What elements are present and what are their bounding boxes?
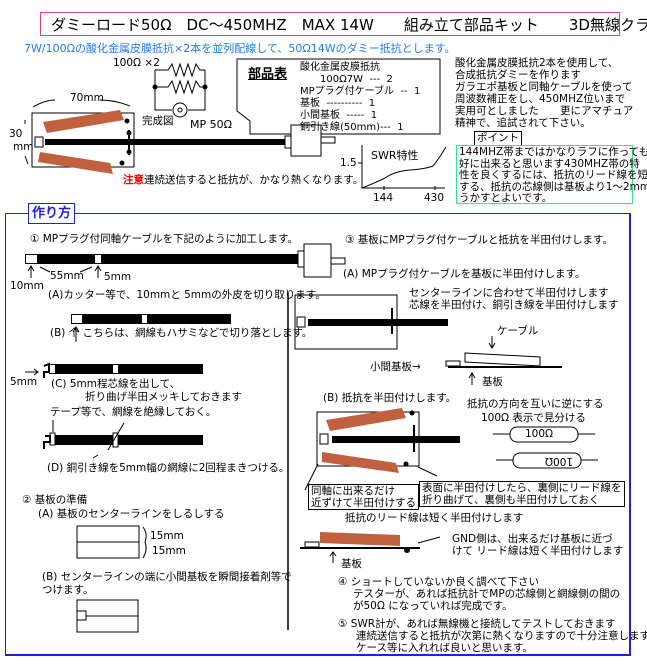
intro-line: 酸化金属皮膜抵抗2本を使用して、 — [455, 57, 619, 69]
intro-line: 実用可としました 更にアマチュア — [455, 105, 634, 117]
intro-line: 周波数補正をし、450MHZ位いまで — [455, 93, 626, 105]
point-line: 性を良くするには、抵抗のリード線を短く — [459, 169, 647, 181]
parts-item: 酸化金属皮膜抵抗 — [300, 62, 380, 73]
parts-item: 小間基板 ----- 1 — [300, 110, 378, 121]
parts-table-frame — [236, 58, 441, 135]
step1-d: (D) 銅引き線を5mm幅の網線に2回程まきつける。 — [47, 462, 290, 474]
note-right: 表面に半田付けしたら、裏側にリード線を 折り曲げて、裏側も半田付けしておく — [419, 481, 625, 507]
board-step2a — [76, 525, 147, 559]
step2-title: ② 基板の準備 — [22, 494, 88, 506]
dim-55mm: 55mm — [50, 270, 84, 282]
cable-label: ケーブル — [497, 325, 539, 337]
step4-line: が50Ω になっていれば完成です。 — [353, 600, 513, 612]
step1-c2: 折り曲げ半田メッキしておきます — [85, 391, 242, 403]
step2-b1: (B) センターラインの端に小間基板を瞬間接着剤等で — [42, 571, 292, 583]
warning: 注意連続送信すると抵抗が、かなり熱くなります。 — [123, 174, 363, 187]
step5-line: ケース等に入れれば良いと思います。 — [356, 642, 533, 654]
board-label: 基板 — [482, 376, 503, 388]
step1-c1: (C) 5mm程芯線を出して、 — [51, 378, 181, 390]
cable-step1d — [43, 420, 203, 459]
swr-curve — [361, 146, 447, 189]
step5-title: ⑤ SWR計が、あれば無線機と接続してテストしておきます — [338, 618, 616, 630]
subtitle: 7W/100Ωの酸化金属皮膜抵抗×2本を並列配線して、50Ω14Wのダミー抵抗と… — [24, 42, 456, 55]
board-step3b — [304, 408, 460, 491]
note-line: 折り曲げて、裏側も半田付けしておく — [422, 494, 600, 506]
intro-line: 合成抵抗ダミーを作ります — [455, 69, 581, 81]
step1-a: (A)カッター等で、10mmと 5mmの外皮を切り取ります。 — [48, 289, 326, 301]
direction-note2: 100Ω 表示で見分ける — [481, 412, 586, 424]
cable-step1b — [71, 314, 231, 342]
board-step2b — [76, 599, 139, 633]
note-line: 近ずけて半田付けする — [311, 497, 416, 509]
connector-label: MP 50Ω — [190, 118, 233, 131]
intro-line: ガラエポ基板と同軸ケーブルを使って — [455, 81, 633, 93]
resistor-icons — [493, 426, 598, 469]
width-label: 70mm — [70, 92, 104, 104]
dim-5mm: 5mm — [104, 271, 132, 283]
step2-b2: つけます。 — [42, 584, 94, 596]
assembled-view — [24, 99, 336, 174]
step4-title: ④ ショートしていないか良く調べて下さい — [338, 576, 540, 588]
board-label-2: 基板 — [341, 558, 362, 570]
resistor-label: 100Ω — [525, 428, 554, 440]
step3-a: (A) MPプラグ付ケーブルを基板に半田付けします。 — [343, 268, 586, 280]
point-line: 好に出来ると思います430MHZ帯の特 — [459, 157, 640, 170]
howto-heading: 作り方 — [28, 203, 76, 224]
gnd-note2: けて リード線は短く半田付けします — [452, 545, 624, 557]
swr-x-tick: 430 — [424, 192, 445, 204]
step1-b: (B) 个 こちらは、網線もハサミなどで切り落とします。 — [50, 327, 313, 339]
gnd-note1: GND側は、出来るだけ基板に近づ — [452, 533, 613, 545]
lead-note: 抵抗のリード線は短く半田付けします — [345, 512, 524, 524]
board-step3a — [294, 294, 562, 385]
assembled-caption: 完成図 — [142, 115, 174, 127]
parts-item: 100Ω7W --- 2 — [300, 74, 393, 85]
dim-10mm: 10mm — [10, 280, 44, 292]
page-title: ダミーロード50Ω DC〜450MHZ MAX 14W 組み立て部品キット 3D… — [40, 12, 647, 36]
cable-step1c — [25, 362, 203, 378]
note-line: 表面に半田付けしたら、裏側にリード線を — [422, 482, 622, 494]
swr-chart — [358, 145, 447, 190]
step5-line: 連続送信すると抵抗が次第に熱くなりますので十分注意します — [356, 630, 647, 642]
board-side-view — [300, 532, 441, 563]
circuit-diagram — [152, 62, 208, 118]
step3-a-note2: 芯線を半田付け、銅引き線を半田付けします — [409, 299, 619, 311]
warning-label: 注意 — [123, 174, 144, 186]
point-line: 144MHZ帯まではかなりラフに作っても良 — [459, 146, 647, 158]
height-label: 30 — [9, 128, 23, 140]
step3-b: (B) 抵抗を半田付けします。 — [323, 392, 457, 404]
resistor-label-flipped: 100Ω — [545, 455, 574, 467]
direction-note1: 抵抗の方向を互いに逆にする — [467, 398, 604, 410]
step2-a: (A) 基板のセンターラインをしるしする — [38, 508, 225, 520]
dim-15mm: 15mm — [152, 545, 186, 557]
small-board-label: 小間基板→ — [370, 361, 421, 373]
swr-y-tick: 1.5 — [340, 157, 357, 169]
intro-line: 精神で、追試されて下さい。 — [455, 117, 591, 129]
height-unit: mm — [13, 141, 34, 153]
step4-line: テスターが、あれば抵抗計でMPの芯線側と網線側の間の — [353, 588, 621, 600]
step1-c-dim: 5mm — [10, 376, 38, 388]
step3-a-note1: センターラインに合わせて半田付けします — [409, 287, 609, 299]
step3-title: ③ 基板にMPプラグ付ケーブルと抵抗を半田付けします。 — [345, 234, 613, 246]
parts-heading: 部品表 — [248, 67, 288, 82]
point-box: 144MHZ帯まではかなりラフに作っても良 好に出来ると思います430MHZ帯の… — [456, 145, 647, 204]
note-line: 同軸に出来るだけ — [311, 485, 395, 497]
step1-title: ① MPプラグ付同軸ケーブルを下記のように加工します。 — [30, 233, 298, 245]
point-heading: ポイント — [474, 131, 522, 146]
parts-item: 銅引き線(50mm)--- 1 — [300, 122, 404, 133]
point-line: する、抵抗の芯線側は基板より1〜2mm — [459, 180, 647, 193]
swr-title: SWR特性 — [371, 149, 419, 162]
note-left: 同軸に出来るだけ 近ずけて半田付けする — [308, 484, 419, 510]
circuit-label: 100Ω ×2 — [113, 57, 160, 69]
howto-section — [5, 213, 631, 656]
cable-step1 — [25, 243, 346, 278]
step1-tape: テープ等で、網線を絶縁しておく。 — [50, 406, 217, 418]
dim-15mm: 15mm — [150, 530, 184, 542]
parts-item: MPプラグ付ケーブル -- 1 — [300, 86, 421, 97]
parts-item: 基板 ---------- 1 — [300, 98, 376, 109]
swr-x-tick: 144 — [373, 192, 394, 204]
warning-text: 連続送信すると抵抗が、かなり熱くなります。 — [144, 174, 364, 186]
point-line: うかすとよいです。 — [459, 192, 553, 204]
